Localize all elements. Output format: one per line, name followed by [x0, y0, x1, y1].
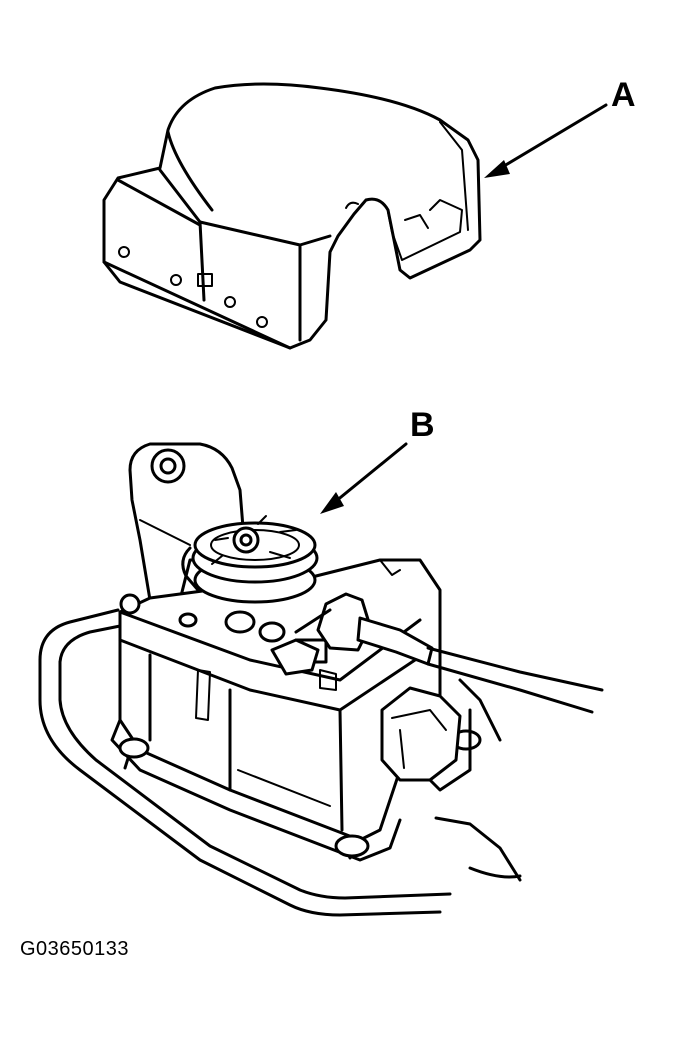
cable-pulley — [181, 515, 319, 604]
component-cover — [102, 82, 482, 350]
callout-label-b: B — [410, 406, 435, 444]
electrical-connector — [380, 686, 472, 792]
leader-a — [484, 103, 608, 178]
control-cable — [270, 592, 604, 882]
figure-id: G03650133 — [20, 938, 130, 960]
mounting-tray — [38, 608, 522, 917]
callout-label-a: A — [611, 76, 636, 114]
leader-b — [320, 442, 408, 514]
